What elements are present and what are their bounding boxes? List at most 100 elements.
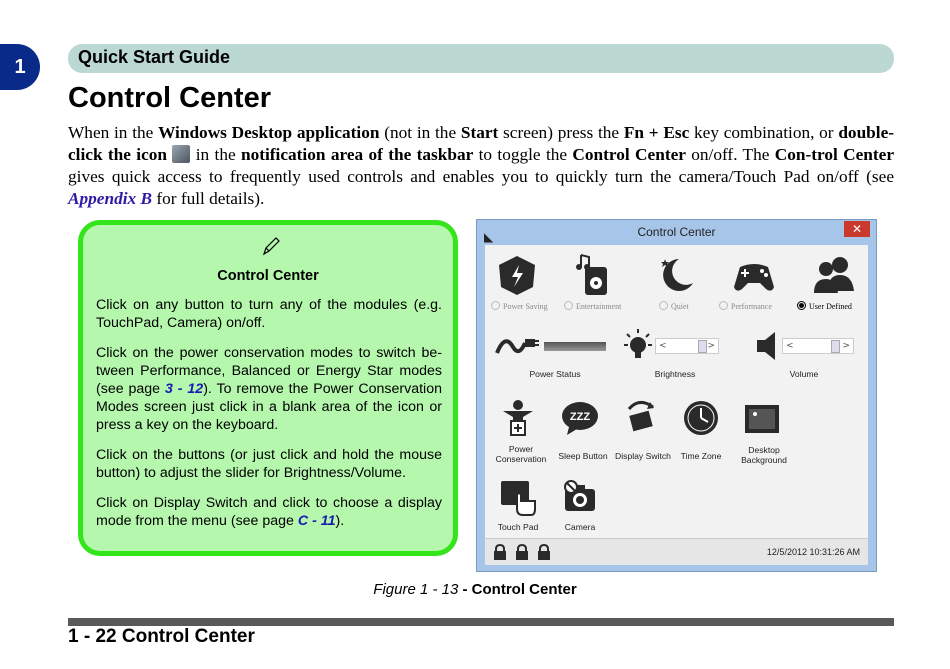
- mode-label-text: Power Saving: [503, 302, 548, 311]
- intro-bold: double-click the icon: [68, 123, 895, 164]
- radio-button[interactable]: [564, 301, 573, 310]
- intro-paragraph: When in the Windows Desktop application …: [68, 122, 894, 210]
- page-footer: 1 - 22 Control Center: [68, 626, 255, 647]
- quiet-moon-icon[interactable]: [653, 253, 697, 297]
- figure-title: - Control Center: [458, 581, 577, 598]
- radio-button[interactable]: [491, 301, 500, 310]
- intro-bold: Windows Desktop application: [158, 123, 380, 142]
- touch-pad-label: Touch Pad: [497, 522, 539, 532]
- intro-bold: Fn + Esc: [623, 123, 690, 142]
- power-plug-icon[interactable]: [495, 331, 539, 361]
- camera-icon[interactable]: [561, 479, 599, 517]
- brightness-slider[interactable]: <>: [655, 338, 719, 354]
- control-center-panel: Power Saving Entertainment Quiet Perform…: [485, 245, 868, 565]
- slider-decrease[interactable]: <: [659, 341, 667, 351]
- note-text: Click on Display Switch and click to cho…: [96, 495, 442, 529]
- sleep-icon-text: ZZZ: [570, 411, 590, 423]
- note-text: ).: [335, 513, 345, 529]
- mode-label-text: User Defined: [809, 302, 852, 311]
- intro-text: screen) press the: [498, 123, 624, 142]
- appendix-b-link[interactable]: Appendix B: [68, 189, 153, 208]
- intro-text: for full details).: [152, 189, 265, 208]
- status-bar: 12/5/2012 10:31:26 AM: [485, 538, 868, 565]
- sleep-button-label: Sleep Button: [558, 451, 608, 461]
- chapter-number: 1: [14, 55, 26, 78]
- entertainment-icon[interactable]: [573, 253, 617, 297]
- app-icon: ◣: [484, 230, 494, 244]
- sleep-button-icon[interactable]: ZZZ: [561, 399, 599, 437]
- page-link[interactable]: 3 - 12: [164, 381, 204, 397]
- figure-number: Figure 1 - 13: [373, 581, 459, 598]
- desktop-background-label: Desktop Background: [741, 445, 787, 465]
- display-switch-icon[interactable]: [623, 399, 661, 437]
- power-status-bar: [544, 342, 606, 351]
- brightness-bulb-icon[interactable]: [619, 327, 657, 365]
- slider-decrease[interactable]: <: [786, 341, 794, 351]
- intro-bold: Control Center: [572, 145, 686, 164]
- window-title: Control Center: [637, 225, 716, 239]
- note-text: ). To remove the Power Conservation Mode…: [96, 381, 442, 433]
- mode-quiet[interactable]: Quiet: [659, 301, 689, 311]
- chapter-tab: 1: [0, 44, 40, 90]
- scroll-lock-icon: [538, 544, 550, 560]
- pencil-icon: [262, 237, 280, 256]
- page-link[interactable]: C - 11: [297, 513, 336, 529]
- slider-increase[interactable]: >: [842, 341, 850, 351]
- note-title: Control Center: [217, 268, 319, 284]
- intro-bold: Start: [460, 123, 499, 142]
- note-body: Click on any button to turn any of the m…: [96, 296, 442, 542]
- radio-button-selected[interactable]: [797, 301, 806, 310]
- section-title: Quick Start Guide: [78, 47, 231, 67]
- user-defined-icon[interactable]: [812, 253, 856, 297]
- radio-button[interactable]: [659, 301, 668, 310]
- note-paragraph: Click on the buttons (or just click and …: [96, 447, 442, 481]
- section-header: Quick Start Guide: [68, 44, 894, 73]
- control-center-tray-icon: [172, 145, 191, 163]
- close-button[interactable]: ✕: [844, 221, 870, 237]
- intro-text: When in the: [68, 123, 159, 142]
- mode-label-text: Performance: [731, 302, 772, 311]
- brightness-label: Brightness: [654, 369, 696, 379]
- slider-thumb[interactable]: [831, 340, 840, 353]
- footer-rule: [68, 618, 894, 626]
- mode-performance[interactable]: Performance: [719, 301, 772, 311]
- window-titlebar: ◣ Control Center ✕: [477, 220, 876, 244]
- radio-button[interactable]: [719, 301, 728, 310]
- control-center-window: ◣ Control Center ✕ Power Saving Entertai…: [476, 219, 877, 572]
- intro-bold: Con-trol Center: [774, 145, 895, 164]
- slider-thumb[interactable]: [698, 340, 707, 353]
- volume-slider[interactable]: <>: [782, 338, 854, 354]
- intro-bold: notification area of the taskbar: [240, 145, 474, 164]
- desktop-background-icon[interactable]: [743, 401, 781, 439]
- time-zone-label: Time Zone: [680, 451, 722, 461]
- power-status-label: Power Status: [529, 369, 581, 379]
- power-conservation-label: Power Conservation: [495, 444, 547, 464]
- mode-label-text: Entertainment: [576, 302, 622, 311]
- time-zone-clock-icon[interactable]: [682, 399, 720, 437]
- mode-label-text: Quiet: [671, 302, 689, 311]
- volume-speaker-icon[interactable]: [749, 327, 787, 365]
- performance-gamepad-icon[interactable]: [732, 253, 776, 297]
- datetime: 12/5/2012 10:31:26 AM: [766, 547, 860, 557]
- note-paragraph: Click on Display Switch and click to cho…: [96, 494, 442, 530]
- mode-user-defined[interactable]: User Defined: [797, 301, 852, 311]
- power-conservation-icon[interactable]: [499, 399, 537, 437]
- note-box: Control Center Click on any button to tu…: [78, 220, 458, 556]
- camera-label: Camera: [564, 522, 596, 532]
- intro-text: (not in the: [379, 123, 461, 142]
- num-lock-icon: [516, 544, 528, 560]
- intro-text: in the: [190, 145, 241, 164]
- power-saving-icon[interactable]: [495, 253, 539, 297]
- volume-label: Volume: [789, 369, 819, 379]
- note-paragraph: Click on the power conservation modes to…: [96, 344, 442, 434]
- intro-text: gives quick access to frequently used co…: [68, 167, 894, 186]
- mode-power-saving[interactable]: Power Saving: [491, 301, 548, 311]
- touch-pad-icon[interactable]: [499, 479, 537, 517]
- slider-increase[interactable]: >: [707, 341, 715, 351]
- note-paragraph: Click on any button to turn any of the m…: [96, 297, 442, 331]
- page-title: Control Center: [68, 82, 271, 114]
- intro-text: on/off. The: [685, 145, 775, 164]
- figure-caption: Figure 1 - 13 - Control Center: [0, 581, 950, 598]
- note-text: Click on the power conservation modes to…: [96, 345, 442, 397]
- mode-entertainment[interactable]: Entertainment: [564, 301, 621, 311]
